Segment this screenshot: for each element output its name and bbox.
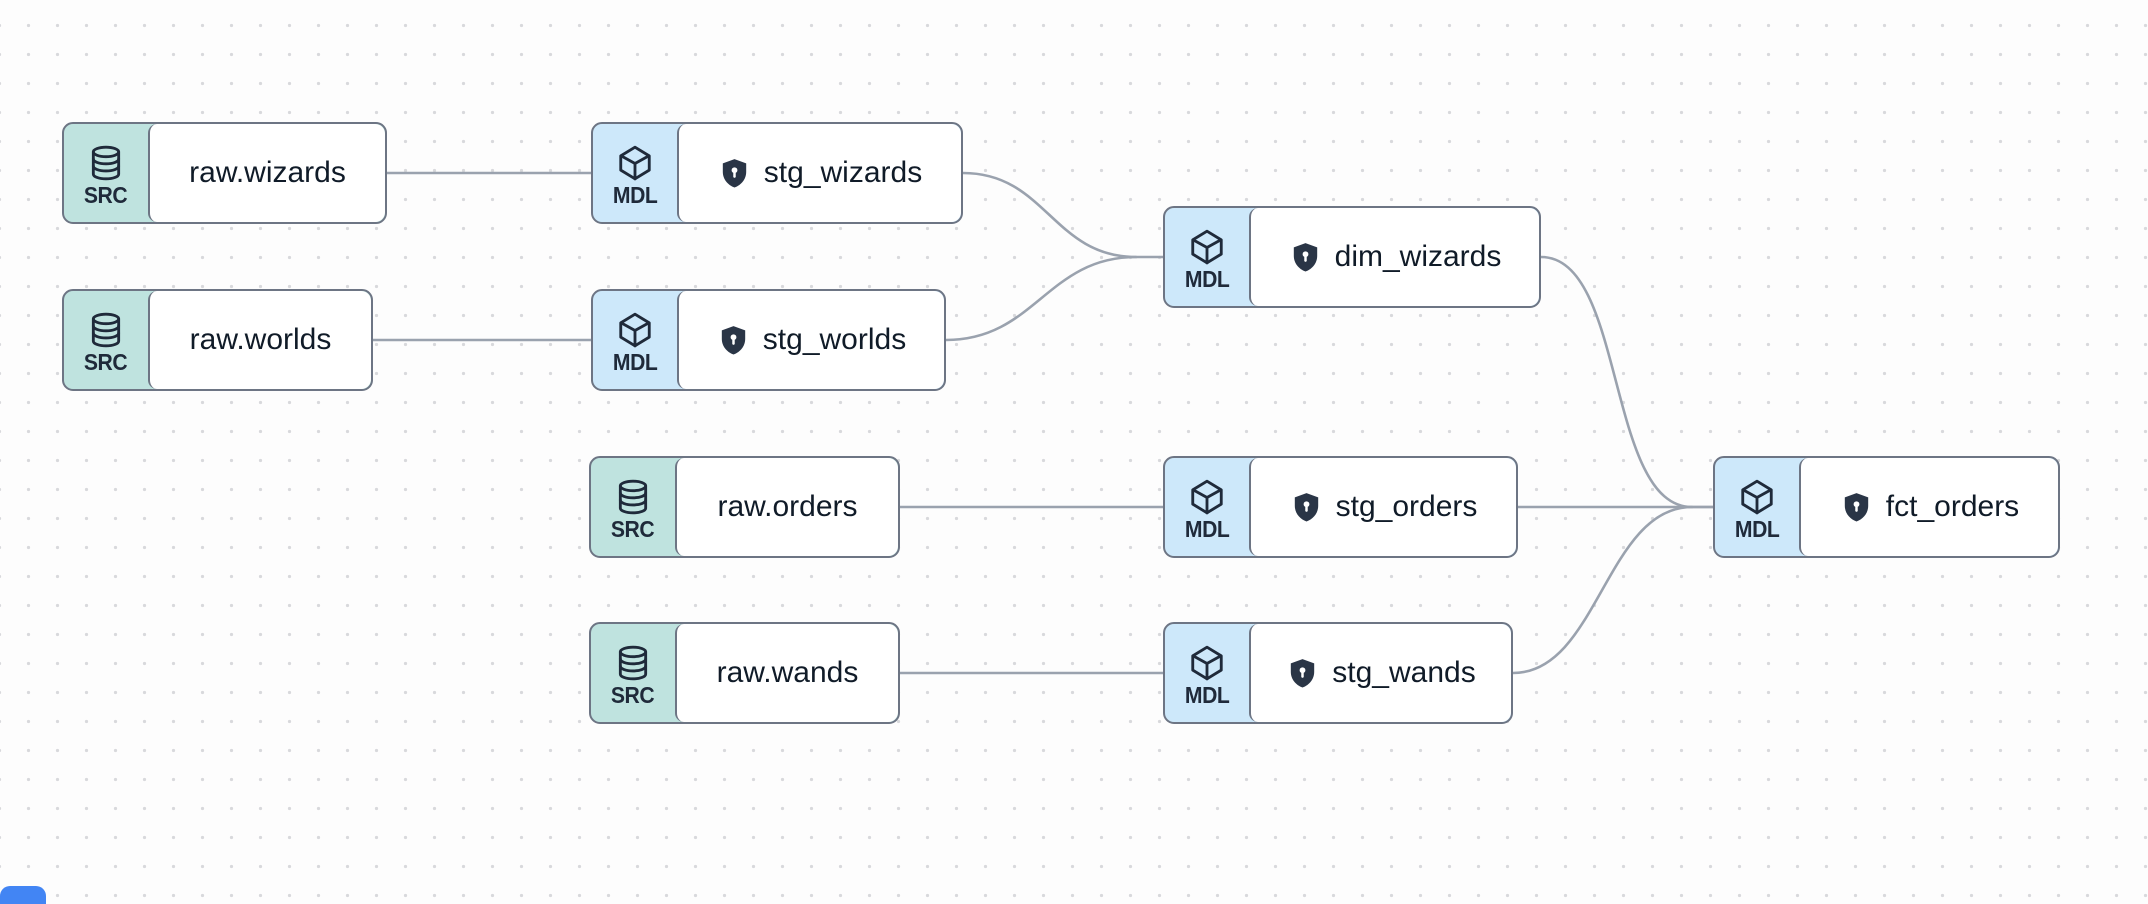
node-stg-orders[interactable]: MDL stg_orders — [1163, 456, 1518, 558]
node-fct-orders[interactable]: MDL fct_orders — [1713, 456, 2060, 558]
node-raw-wands[interactable]: SRC raw.wands — [589, 622, 900, 724]
database-icon — [618, 479, 648, 514]
node-raw-wizards[interactable]: SRC raw.wizards — [62, 122, 387, 224]
edge-stg-wizards-to-dim-wizards — [961, 171, 1165, 259]
cube-icon — [1191, 229, 1223, 264]
shield-lock-icon — [1293, 242, 1317, 272]
node-type-label: SRC — [84, 348, 128, 375]
cube-icon — [1741, 479, 1773, 514]
node-label: dim_wizards — [1334, 240, 1502, 273]
shield-lock-icon — [1294, 492, 1318, 522]
node-label: stg_wizards — [763, 156, 923, 189]
node-type-label: MDL — [1184, 265, 1230, 292]
node-body: raw.wizards — [148, 124, 385, 222]
node-type-label: MDL — [612, 181, 658, 208]
node-dim-wizards[interactable]: MDL dim_wizards — [1163, 206, 1541, 308]
node-raw-orders[interactable]: SRC raw.orders — [589, 456, 900, 558]
node-body: raw.orders — [675, 458, 898, 556]
node-body: fct_orders — [1799, 458, 2058, 556]
edge-stg-worlds-to-dim-wizards — [944, 255, 1138, 342]
cube-icon — [619, 145, 651, 180]
database-icon — [91, 312, 121, 347]
node-body: stg_worlds — [677, 291, 944, 389]
node-type-badge: SRC — [591, 624, 675, 722]
node-type-badge: SRC — [591, 458, 675, 556]
node-label: stg_wands — [1332, 656, 1476, 689]
node-label: raw.wizards — [189, 156, 346, 189]
database-icon — [91, 145, 121, 180]
node-label: raw.orders — [717, 490, 858, 523]
cube-icon — [1191, 479, 1223, 514]
shield-lock-icon — [721, 325, 745, 355]
node-stg-wands[interactable]: MDL stg_wands — [1163, 622, 1513, 724]
node-body: stg_orders — [1249, 458, 1516, 556]
node-type-label: MDL — [1734, 515, 1780, 542]
node-body: raw.wands — [675, 624, 898, 722]
node-body: raw.worlds — [148, 291, 371, 389]
node-type-label: SRC — [84, 181, 128, 208]
bottom-left-accent-button[interactable] — [0, 886, 46, 904]
database-icon — [618, 645, 648, 680]
node-label: raw.wands — [716, 656, 859, 689]
node-type-badge: MDL — [1165, 208, 1249, 306]
shield-lock-icon — [1844, 492, 1868, 522]
node-raw-worlds[interactable]: SRC raw.worlds — [62, 289, 373, 391]
node-label: raw.worlds — [189, 323, 332, 356]
node-type-badge: SRC — [64, 291, 148, 389]
node-type-label: SRC — [611, 681, 655, 708]
node-body: dim_wizards — [1249, 208, 1539, 306]
node-body: stg_wizards — [677, 124, 961, 222]
node-type-badge: MDL — [1165, 458, 1249, 556]
node-type-label: MDL — [1184, 515, 1230, 542]
shield-lock-icon — [722, 158, 746, 188]
node-stg-worlds[interactable]: MDL stg_worlds — [591, 289, 946, 391]
node-stg-wizards[interactable]: MDL stg_wizards — [591, 122, 963, 224]
node-type-badge: MDL — [1715, 458, 1799, 556]
node-type-label: MDL — [612, 348, 658, 375]
cube-icon — [619, 312, 651, 347]
node-type-badge: MDL — [1165, 624, 1249, 722]
shield-lock-icon — [1291, 658, 1315, 688]
node-type-label: MDL — [1184, 681, 1230, 708]
node-type-badge: SRC — [64, 124, 148, 222]
node-type-badge: MDL — [593, 291, 677, 389]
node-label: fct_orders — [1885, 490, 2020, 523]
node-label: stg_worlds — [762, 323, 907, 356]
node-body: stg_wands — [1249, 624, 1511, 722]
node-type-badge: MDL — [593, 124, 677, 222]
edge-dim-wizards-to-fct-orders — [1539, 255, 1715, 509]
edge-stg-wands-to-fct-orders — [1511, 505, 1694, 675]
node-type-label: SRC — [611, 515, 655, 542]
node-label: stg_orders — [1335, 490, 1478, 523]
cube-icon — [1191, 645, 1223, 680]
